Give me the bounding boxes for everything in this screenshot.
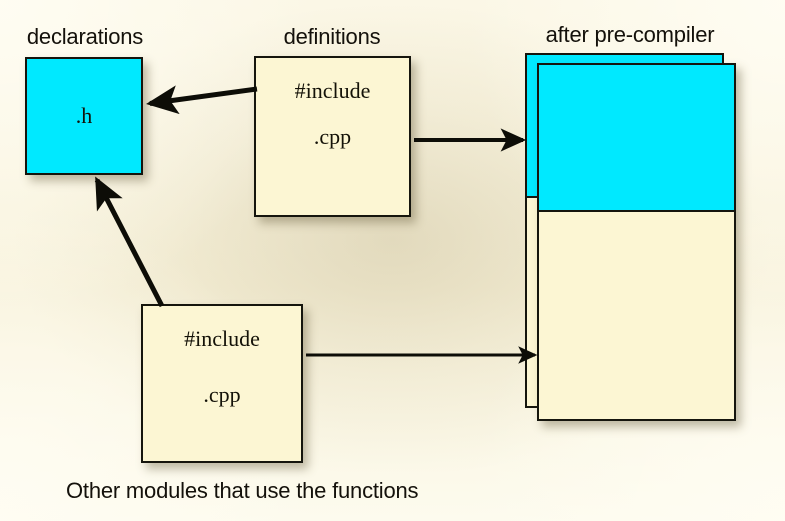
translation-unit-front[interactable] xyxy=(537,63,736,421)
arrow-definitions-to-header xyxy=(146,85,258,115)
definitions-include-text: #include xyxy=(294,78,371,103)
bottom-caption: Other modules that use the functions xyxy=(66,478,419,503)
definitions-source-box[interactable]: #include .cpp xyxy=(254,56,411,217)
translation-unit-front-header-region xyxy=(539,65,734,212)
label-declarations: declarations xyxy=(26,24,144,49)
label-definitions: definitions xyxy=(283,24,381,49)
arrow-other-source-to-header xyxy=(94,176,165,308)
other-module-include-text: #include xyxy=(184,326,260,351)
definitions-cpp-text: .cpp xyxy=(313,124,352,149)
declarations-header-box[interactable]: .h xyxy=(25,57,143,175)
other-module-cpp-text: .cpp xyxy=(203,382,241,407)
header-box-label: .h xyxy=(75,103,93,128)
label-after-precompiler: after pre-compiler xyxy=(545,22,715,47)
other-module-source-box[interactable]: #include .cpp xyxy=(141,304,303,463)
